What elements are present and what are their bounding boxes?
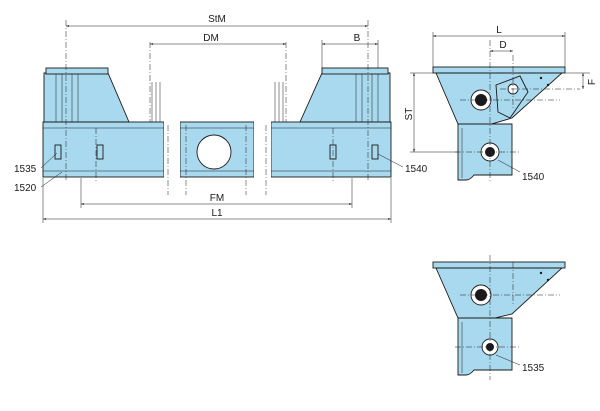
beam-left-section (42, 121, 165, 178)
left-bracket-top-plate (45, 67, 109, 75)
front-part-labels: 1535 1520 1540 (14, 152, 428, 194)
dim-fm: FM (210, 193, 224, 204)
dim-l1: L1 (211, 208, 223, 219)
stiffener-1540 (371, 144, 379, 160)
side-lug (495, 75, 529, 119)
side-view-upper (432, 40, 580, 182)
center-hole (196, 134, 232, 170)
break-gap-right (254, 118, 271, 180)
side-part-labels: 1540 (497, 159, 545, 183)
side-dimensions: L D F ST (404, 25, 598, 153)
part-1535-front: 1535 (14, 164, 37, 175)
left-bracket (43, 72, 130, 123)
front-view (42, 20, 392, 195)
stiffener-1535 (54, 144, 62, 160)
break-gap-left (164, 118, 180, 180)
part-1540-front: 1540 (405, 164, 428, 175)
right-bracket-top-plate (321, 67, 389, 75)
dim-f: F (587, 79, 598, 85)
side-view-lower: 1535 (432, 255, 566, 380)
side-top-plate (432, 66, 566, 74)
dim-b: B (354, 33, 361, 44)
lower-top-plate (432, 261, 566, 269)
stiffener-left-2 (96, 144, 104, 160)
right-bracket (299, 72, 391, 123)
dim-dm: DM (203, 33, 219, 44)
part-1535-side: 1535 (522, 363, 545, 374)
front-dimensions: StM DM B FM L1 (42, 14, 392, 223)
part-1540-side: 1540 (522, 172, 545, 183)
dim-l: L (496, 25, 502, 36)
part-1520: 1520 (14, 183, 37, 194)
dim-st: ST (404, 108, 415, 121)
dim-d: D (499, 40, 506, 51)
dim-stm: StM (208, 14, 226, 25)
